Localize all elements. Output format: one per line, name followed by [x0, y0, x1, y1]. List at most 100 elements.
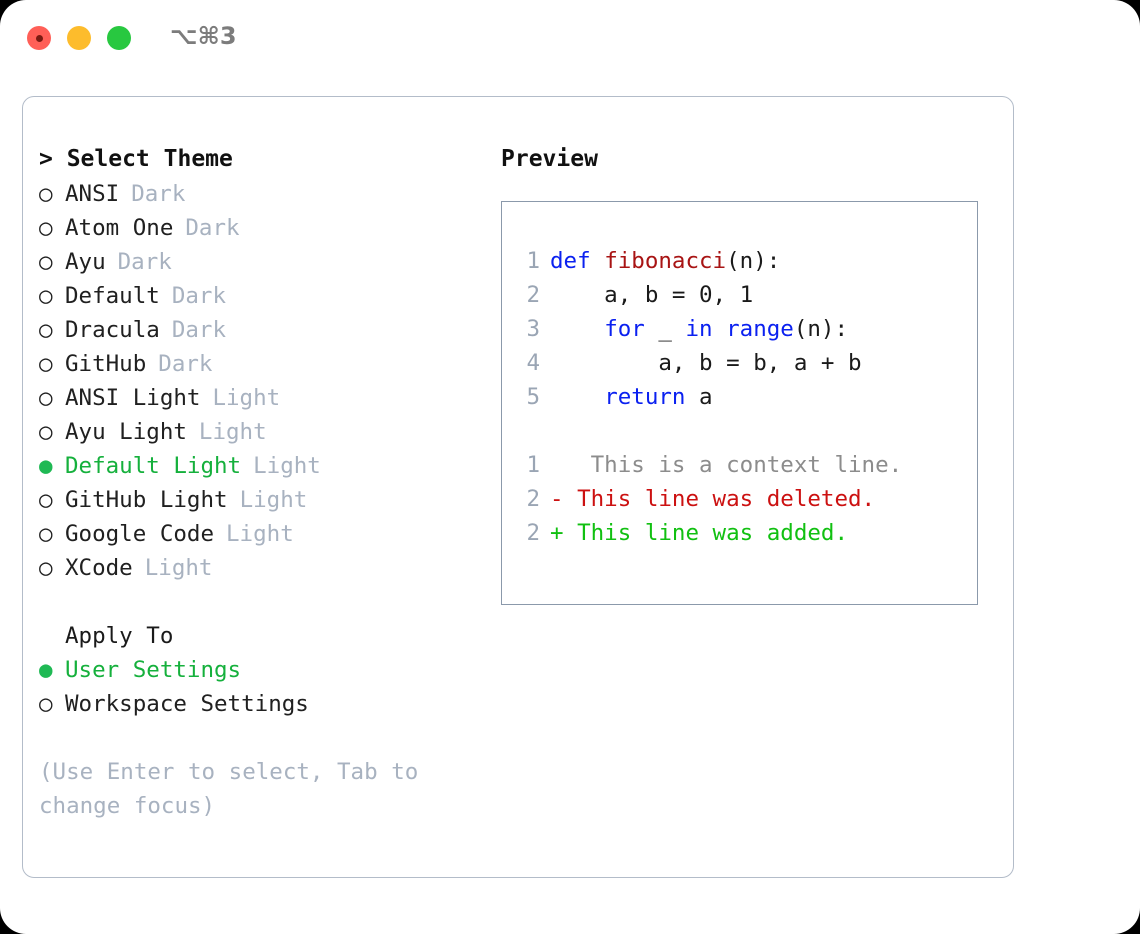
theme-option-default-light[interactable]: ● Default Light Light: [39, 449, 499, 483]
diff-marker: -: [550, 486, 564, 512]
code-text: a, b = 0, 1: [550, 278, 753, 312]
theme-option-github-light[interactable]: ○ GitHub Light Light: [39, 483, 499, 517]
theme-option-github[interactable]: ○ GitHub Dark: [39, 347, 499, 381]
line-number: 2: [526, 520, 540, 546]
keyboard-hint-text: (Use Enter to select, Tab to change focu…: [39, 759, 432, 819]
radio-unselected-icon: ○: [39, 691, 53, 717]
diff-text: This line was deleted.: [563, 486, 876, 512]
diff-line-del: 2- This line was deleted.: [514, 482, 971, 516]
theme-name: XCode: [65, 555, 133, 581]
theme-name: GitHub Light: [65, 487, 228, 513]
radio-unselected-icon: ○: [39, 215, 53, 241]
line-number: 2: [526, 282, 540, 308]
apply-to-options: ●User Settings○Workspace Settings: [39, 653, 499, 721]
theme-category-tag: Dark: [158, 351, 213, 377]
radio-unselected-icon: ○: [39, 351, 53, 377]
radio-selected-icon: ●: [39, 453, 53, 479]
apply-to-option-user-settings[interactable]: ●User Settings: [39, 653, 499, 687]
apply-to-section: Apply To ●User Settings○Workspace Settin…: [39, 619, 499, 721]
apply-to-label: Apply To: [65, 623, 174, 649]
radio-unselected-icon: ○: [39, 487, 53, 513]
theme-option-default[interactable]: ○ Default Dark: [39, 279, 499, 313]
keyboard-shortcut-label: ⌥⌘3: [170, 22, 237, 50]
code-token-plain: [550, 384, 604, 410]
theme-name: Ayu: [65, 249, 106, 275]
code-text: return a: [550, 380, 713, 414]
line-number: 5: [526, 384, 540, 410]
theme-category-tag: Dark: [171, 283, 227, 309]
theme-category-tag: Light: [144, 555, 213, 581]
close-window-button[interactable]: [27, 26, 51, 50]
theme-category-tag: Light: [226, 521, 294, 547]
diff-text: This line was added.: [563, 520, 849, 546]
diff-marker: [550, 448, 564, 482]
code-token-fn: fibonacci: [604, 248, 727, 274]
apply-to-option-workspace-settings[interactable]: ○Workspace Settings: [39, 687, 499, 721]
title-bar: ⌥⌘3: [0, 0, 1140, 78]
radio-unselected-icon: ○: [39, 249, 53, 275]
code-token-plain: a, b = 0, 1: [550, 282, 754, 308]
line-number: 1: [526, 452, 540, 478]
theme-category-tag: Dark: [171, 317, 227, 343]
code-text: def fibonacci(n):: [550, 244, 780, 278]
code-token-kw: def: [550, 248, 605, 274]
radio-unselected-icon: ○: [39, 555, 53, 581]
diff-marker: +: [550, 520, 564, 546]
theme-category-tag: Dark: [131, 181, 186, 207]
line-number: 4: [526, 350, 540, 376]
theme-name: Atom One: [65, 215, 174, 241]
theme-name: GitHub: [65, 351, 147, 377]
code-token-kw: in: [685, 316, 727, 342]
code-token-plain: (n):: [726, 248, 781, 274]
line-number: 2: [526, 486, 540, 512]
theme-category-tag: Light: [253, 453, 321, 479]
select-theme-header: > Select Theme: [39, 146, 233, 172]
theme-name: ANSI: [65, 181, 120, 207]
radio-unselected-icon: ○: [39, 283, 53, 309]
theme-category-tag: Light: [239, 487, 308, 513]
theme-option-xcode[interactable]: ○ XCode Light: [39, 551, 499, 585]
theme-option-ayu[interactable]: ○ Ayu Dark: [39, 245, 499, 279]
code-preview-spacer: [514, 414, 971, 448]
line-number: 1: [526, 248, 540, 274]
theme-option-atom-one[interactable]: ○ Atom One Dark: [39, 211, 499, 245]
code-line: 2 a, b = 0, 1: [514, 278, 971, 312]
preview-title: Preview: [501, 146, 598, 172]
radio-selected-icon: ●: [39, 657, 53, 683]
maximize-window-button[interactable]: [107, 26, 131, 50]
diff-text: This is a context line.: [563, 452, 903, 478]
theme-category-tag: Dark: [185, 215, 240, 241]
code-token-plain: (n):: [793, 316, 849, 342]
line-number: 3: [526, 316, 540, 342]
radio-unselected-icon: ○: [39, 521, 53, 547]
theme-option-dracula[interactable]: ○ Dracula Dark: [39, 313, 499, 347]
radio-unselected-icon: ○: [39, 181, 53, 207]
theme-category-tag: Dark: [117, 249, 172, 275]
theme-name: ANSI Light: [65, 385, 201, 411]
diff-line-add: 2 + This line was added.: [514, 516, 971, 550]
code-token-plain: a: [685, 384, 713, 410]
code-token-kw: return: [604, 384, 686, 410]
code-token-plain: [550, 316, 604, 342]
code-line: 1 def fibonacci(n):: [514, 244, 971, 278]
theme-option-google-code[interactable]: ○ Google Code Light: [39, 517, 499, 551]
theme-name: Google Code: [65, 521, 215, 547]
theme-name: Ayu Light: [65, 419, 187, 445]
theme-name: Dracula: [65, 317, 160, 343]
code-token-kw: range: [726, 316, 794, 342]
theme-name: Default Light: [65, 453, 242, 479]
radio-unselected-icon: ○: [39, 317, 53, 343]
minimize-window-button[interactable]: [67, 26, 91, 50]
theme-option-ansi[interactable]: ○ ANSI Dark: [39, 177, 499, 211]
window-controls: [27, 26, 131, 50]
diff-line-ctx: 1 This is a context line.: [514, 448, 971, 482]
theme-name: Default: [65, 283, 160, 309]
code-line: 3 for _ in range(n):: [514, 312, 971, 346]
